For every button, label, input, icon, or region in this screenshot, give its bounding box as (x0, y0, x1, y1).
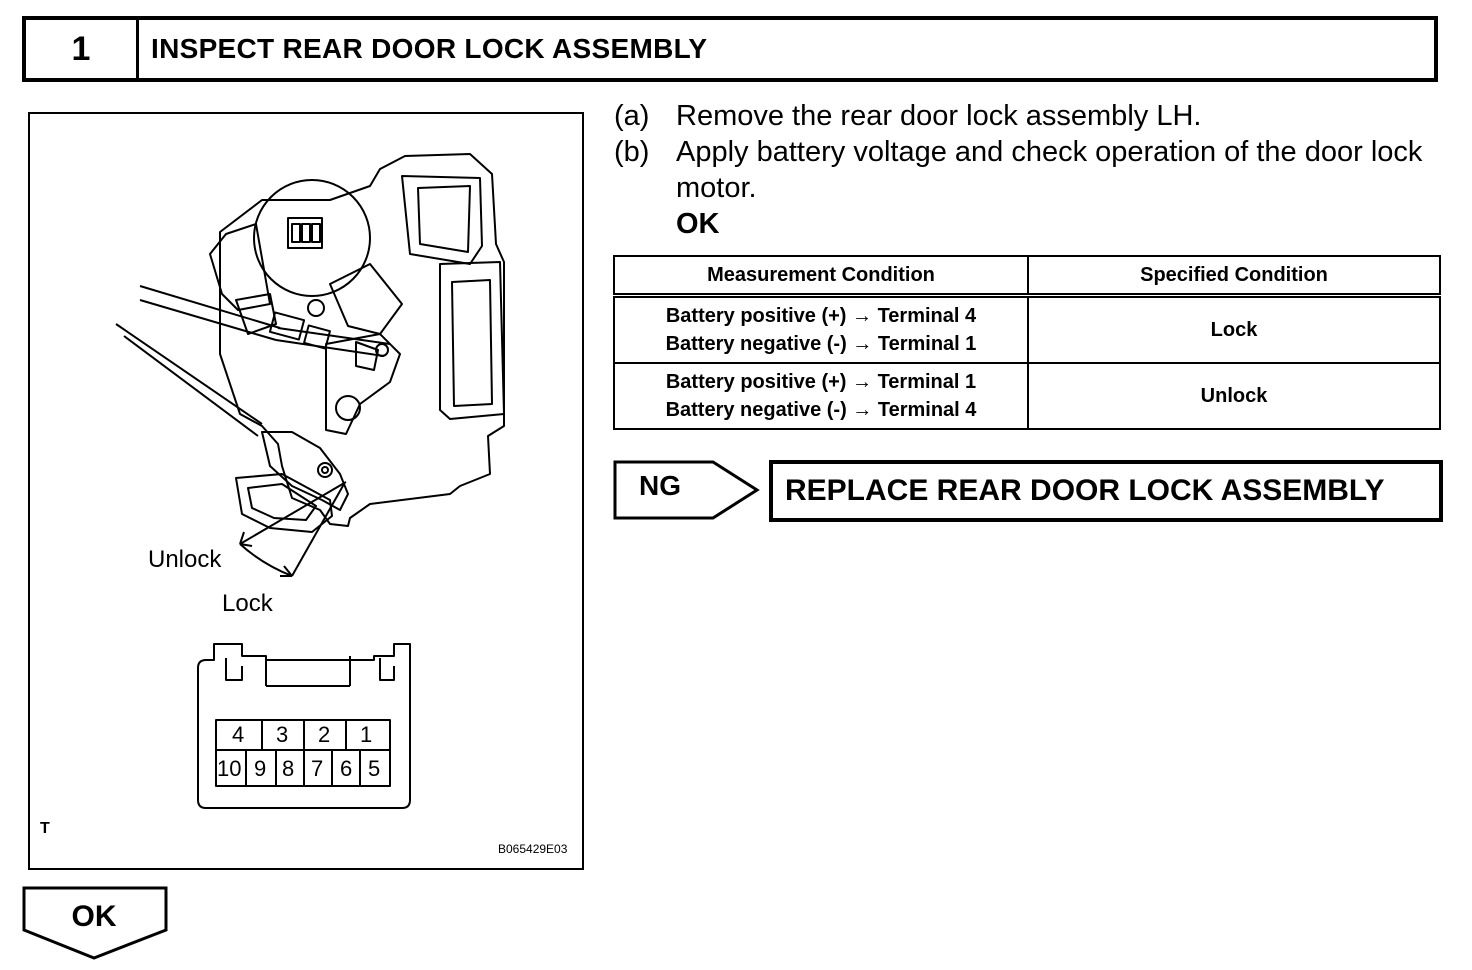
figure-id: B065429E03 (498, 842, 568, 856)
condition-line: Battery negative (-) → Terminal 4 (665, 399, 977, 421)
door-lock-drawing (115, 153, 505, 809)
ok-branch[interactable]: OK (22, 886, 170, 962)
ng-arrow-icon (613, 460, 760, 520)
spec-table-header: Measurement Condition Specified Conditio… (613, 255, 1441, 297)
terminal-2-label: 2 (318, 722, 331, 747)
instruction-b: (b) Apply battery voltage and check oper… (614, 134, 1436, 206)
terminal-8-label: 8 (282, 756, 295, 781)
terminal-1-label: 1 (360, 722, 373, 747)
instruction-b-text: Apply battery voltage and check operatio… (676, 136, 1423, 204)
instruction-a-text: Remove the rear door lock assembly LH. (676, 100, 1202, 132)
corner-mark: T (40, 820, 50, 837)
terminal-9-label: 9 (254, 756, 267, 781)
step-title: INSPECT REAR DOOR LOCK ASSEMBLY (151, 33, 708, 64)
terminal-7-label: 7 (311, 756, 324, 781)
instruction-result: OK (676, 208, 720, 240)
instructions: (a) Remove the rear door lock assembly L… (614, 98, 1436, 242)
specified-condition-cell: Unlock (1027, 362, 1441, 430)
condition-line: Battery positive (+) → Terminal 1 (665, 371, 977, 393)
ng-branch: NG REPLACE REAR DOOR LOCK ASSEMBLY (613, 460, 1443, 522)
ng-action-box[interactable]: REPLACE REAR DOOR LOCK ASSEMBLY (769, 460, 1443, 522)
terminal-3-label: 3 (276, 722, 289, 747)
door-lock-illustration: Unlock Lock 4 3 2 1 10 9 8 7 6 5 T B0654… (28, 112, 584, 870)
unlock-label: Unlock (148, 546, 222, 573)
specified-condition-cell: Lock (1027, 294, 1441, 364)
instruction-a: (a) Remove the rear door lock assembly L… (614, 98, 1436, 134)
measurement-condition-cell: Battery positive (+) → Terminal 4 Batter… (613, 294, 1029, 364)
ok-arrow-icon (22, 886, 168, 960)
terminal-6-label: 6 (340, 756, 353, 781)
ok-label: OK (71, 900, 117, 933)
measurement-condition-header: Measurement Condition (613, 255, 1029, 297)
measurement-condition-cell: Battery positive (+) → Terminal 1 Batter… (613, 362, 1029, 430)
specified-condition-header: Specified Condition (1027, 255, 1441, 297)
step-header: 1 INSPECT REAR DOOR LOCK ASSEMBLY (22, 16, 1438, 82)
condition-line: Battery negative (-) → Terminal 1 (665, 333, 977, 355)
ng-label: NG (639, 470, 681, 501)
instruction-b-letter: (b) (614, 136, 650, 168)
condition-line: Battery positive (+) → Terminal 4 (665, 305, 977, 327)
instruction-a-letter: (a) (614, 100, 650, 132)
step-number: 1 (26, 20, 139, 78)
table-row: Battery positive (+) → Terminal 4 Batter… (613, 294, 1441, 364)
spec-table: Measurement Condition Specified Conditio… (613, 255, 1441, 430)
lock-label: Lock (222, 590, 273, 617)
terminal-10-label: 10 (217, 756, 242, 781)
terminal-4-label: 4 (232, 722, 245, 747)
table-row: Battery positive (+) → Terminal 1 Batter… (613, 362, 1441, 430)
terminal-5-label: 5 (368, 756, 381, 781)
